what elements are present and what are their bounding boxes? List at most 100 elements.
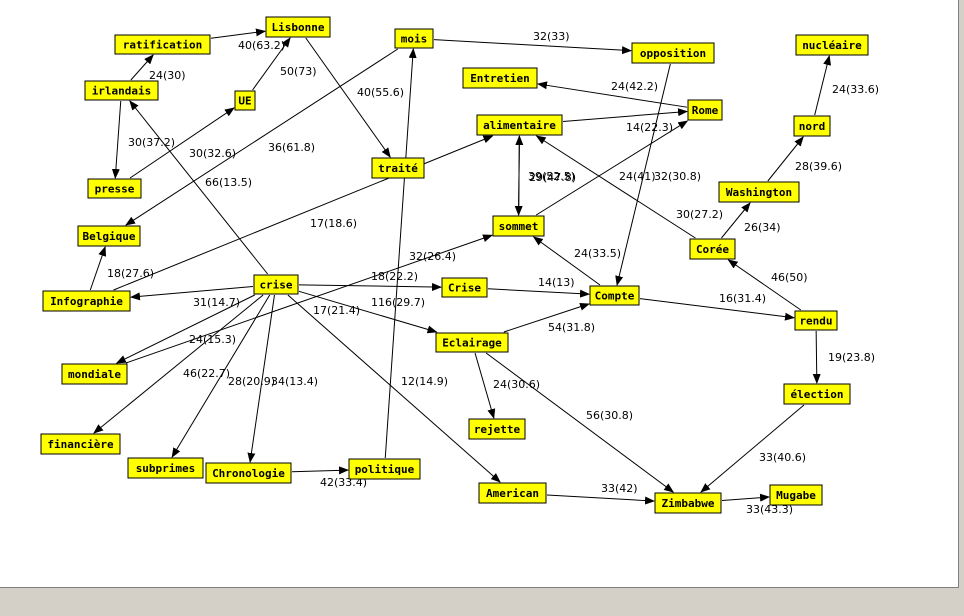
node-box bbox=[783, 383, 851, 405]
edge-label-compte-to-rendu: 16(31.4) bbox=[719, 292, 766, 305]
edge-irlandais-to-presse bbox=[111, 100, 122, 179]
node-entretien[interactable]: Entretien bbox=[462, 67, 538, 89]
node-election[interactable]: élection bbox=[783, 383, 851, 405]
node-label: crise bbox=[259, 279, 292, 292]
node-washington[interactable]: Washington bbox=[718, 181, 800, 203]
node-ratification[interactable]: ratification bbox=[114, 34, 211, 55]
node-label: presse bbox=[95, 183, 135, 196]
node-presse[interactable]: presse bbox=[87, 178, 142, 199]
node-compte[interactable]: Compte bbox=[589, 285, 640, 306]
edge-label-zimbabwe-to-mugabe: 33(43.3) bbox=[746, 503, 793, 516]
node-crise2[interactable]: Crise bbox=[441, 277, 488, 298]
node-eclairage[interactable]: Eclairage bbox=[435, 332, 509, 353]
node-american[interactable]: American bbox=[478, 482, 547, 504]
node-mugabe[interactable]: Mugabe bbox=[769, 484, 823, 506]
node-label: nord bbox=[799, 120, 826, 133]
node-chronologie[interactable]: Chronologie bbox=[205, 462, 292, 484]
node-box bbox=[87, 178, 142, 199]
edge-label-election-to-zimbabwe: 33(40.6) bbox=[759, 451, 806, 464]
edge-label-infographie-to-alimentaire: 17(18.6) bbox=[310, 217, 357, 230]
edge-coree-to-washington bbox=[721, 202, 751, 239]
node-financiere[interactable]: financière bbox=[40, 433, 121, 455]
node-rejette[interactable]: rejette bbox=[468, 418, 526, 440]
node-nucleaire[interactable]: nucléaire bbox=[795, 34, 869, 56]
edge-label-rendu-to-election: 19(23.8) bbox=[828, 351, 875, 364]
node-box bbox=[40, 433, 121, 455]
edge-nord-to-nucleaire bbox=[814, 55, 832, 116]
edge-label-alimentaire-to-sommet: 29(47.8) bbox=[529, 171, 576, 184]
edge-label-mois-to-opposition: 32(33) bbox=[533, 30, 570, 43]
edge-labels-layer: 40(63.2)24(30)50(73)30(37.2)30(32.6)40(5… bbox=[107, 30, 879, 516]
edge-infographie-to-belgique bbox=[89, 246, 107, 291]
node-label: Corée bbox=[696, 243, 729, 256]
edge-zimbabwe-to-mugabe bbox=[721, 493, 770, 502]
edge-label-washington-to-nord: 28(39.6) bbox=[795, 160, 842, 173]
node-rendu[interactable]: rendu bbox=[794, 310, 838, 331]
node-box bbox=[795, 34, 869, 56]
edge-opposition-to-compte bbox=[615, 63, 671, 286]
edge-label-irlandais-to-ratification: 24(30) bbox=[149, 69, 186, 82]
edge-label-politique-to-mois: 12(14.9) bbox=[401, 375, 448, 388]
node-label: ratification bbox=[123, 39, 202, 52]
node-box bbox=[718, 181, 800, 203]
edge-label-crise-to-subprimes: 28(20.9) bbox=[228, 375, 275, 388]
edge-mois-to-opposition bbox=[433, 39, 632, 55]
node-subprimes[interactable]: subprimes bbox=[127, 457, 204, 479]
node-politique[interactable]: politique bbox=[348, 458, 421, 480]
edge-label-opposition-to-compte: 32(30.8) bbox=[654, 170, 701, 183]
node-box bbox=[631, 42, 715, 64]
edge-coree-to-alimentaire bbox=[535, 135, 696, 239]
node-box bbox=[478, 482, 547, 504]
node-opposition[interactable]: opposition bbox=[631, 42, 715, 64]
edge-american-to-zimbabwe bbox=[546, 494, 655, 505]
edge-label-presse-to-ue: 30(32.6) bbox=[189, 147, 236, 160]
edge-label-compte-to-sommet: 24(33.5) bbox=[574, 247, 621, 260]
edge-eclairage-to-zimbabwe bbox=[485, 352, 674, 493]
node-belgique[interactable]: Belgique bbox=[77, 225, 141, 247]
node-label: nucléaire bbox=[802, 39, 862, 52]
edge-label-irlandais-to-presse: 30(37.2) bbox=[128, 136, 175, 149]
node-crise[interactable]: crise bbox=[253, 274, 299, 295]
edge-eclairage-to-compte bbox=[503, 302, 590, 333]
edge-eclairage-to-rejette bbox=[474, 352, 496, 419]
node-ue[interactable]: UE bbox=[234, 90, 256, 111]
edge-label-mondiale-to-sommet: 32(26.4) bbox=[409, 250, 456, 263]
node-irlandais[interactable]: irlandais bbox=[84, 80, 159, 101]
node-label: opposition bbox=[640, 47, 706, 60]
node-label: Zimbabwe bbox=[662, 497, 715, 510]
node-box bbox=[42, 290, 131, 312]
edge-crise-to-infographie bbox=[130, 286, 254, 301]
node-box bbox=[435, 332, 509, 353]
node-traite[interactable]: traité bbox=[371, 157, 425, 179]
node-box bbox=[371, 157, 425, 179]
edge-label-coree-to-alimentaire: 30(27.2) bbox=[676, 208, 723, 221]
edge-crise-to-eclairage bbox=[298, 290, 438, 334]
node-mondiale[interactable]: mondiale bbox=[61, 363, 128, 385]
node-rome[interactable]: Rome bbox=[687, 99, 723, 121]
edge-irlandais-to-ratification bbox=[130, 54, 154, 81]
edge-label-eclairage-to-rejette: 24(30.6) bbox=[493, 378, 540, 391]
edge-sommet-to-alimentaire bbox=[515, 135, 524, 216]
node-label: mondiale bbox=[68, 368, 121, 381]
node-infographie[interactable]: Infographie bbox=[42, 290, 131, 312]
node-mois[interactable]: mois bbox=[394, 28, 434, 49]
node-box bbox=[234, 90, 256, 111]
node-coree[interactable]: Corée bbox=[689, 238, 736, 260]
node-alimentaire[interactable]: alimentaire bbox=[476, 114, 563, 136]
edge-label-nord-to-nucleaire: 24(33.6) bbox=[832, 83, 879, 96]
node-label: Belgique bbox=[83, 230, 136, 243]
edge-label-sommet-to-alimentaire: 39(52.5) bbox=[528, 170, 575, 183]
frame-right-edge bbox=[958, 0, 959, 588]
node-sommet[interactable]: sommet bbox=[492, 215, 545, 237]
edge-label-alimentaire-to-rome: 14(22.3) bbox=[626, 121, 673, 134]
edge-compte-to-rendu bbox=[639, 298, 795, 321]
node-lisbonne[interactable]: Lisbonne bbox=[265, 16, 331, 38]
node-label: rejette bbox=[474, 423, 521, 436]
edge-label-ue-to-lisbonne: 50(73) bbox=[280, 65, 317, 78]
node-label: Lisbonne bbox=[272, 21, 325, 34]
node-box bbox=[468, 418, 526, 440]
node-nord[interactable]: nord bbox=[793, 115, 831, 137]
node-zimbabwe[interactable]: Zimbabwe bbox=[654, 492, 722, 514]
edge-ue-to-lisbonne bbox=[252, 37, 291, 91]
